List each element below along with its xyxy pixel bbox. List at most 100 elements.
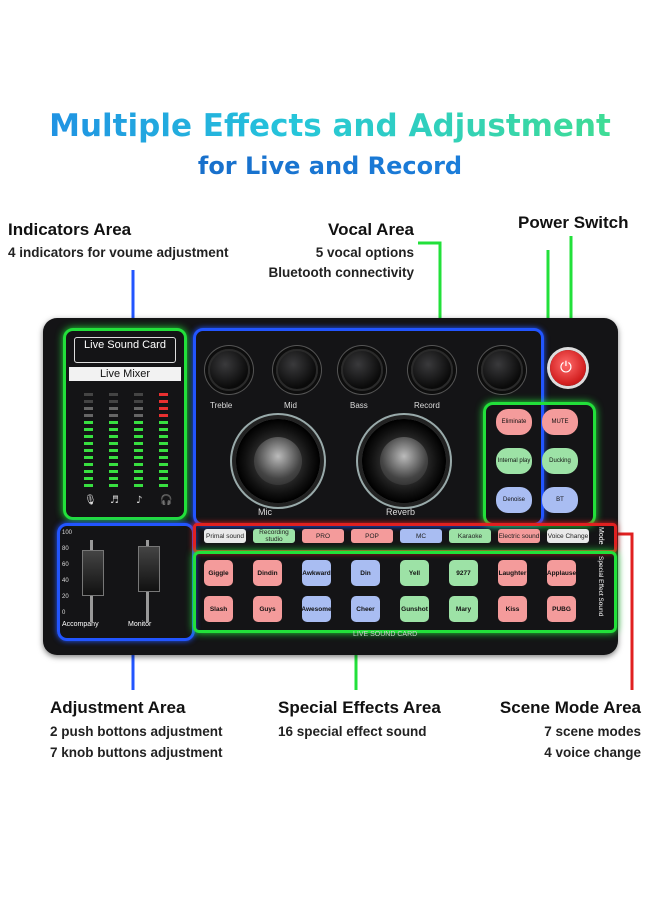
level-led — [134, 484, 143, 487]
treble-knob[interactable] — [208, 349, 250, 391]
level-led — [84, 442, 93, 445]
level-led — [84, 428, 93, 431]
speaker-icon: ♪ — [136, 495, 143, 506]
vocal-area-title: Vocal Area — [328, 220, 414, 239]
effect-button[interactable]: Guys — [253, 596, 282, 622]
level-led — [159, 414, 168, 417]
effect-button[interactable]: Awesome — [301, 596, 332, 622]
effect-button[interactable]: Cheer — [351, 596, 380, 622]
effect-button[interactable]: Yell — [400, 560, 429, 586]
reverb-knob[interactable] — [362, 419, 446, 503]
scene-connector — [614, 532, 634, 690]
vocal-knobs-area-box: Treble Mid Bass Record Mic Reverb — [193, 328, 544, 526]
level-led — [159, 428, 168, 431]
level-led — [159, 477, 168, 480]
level-led — [84, 414, 93, 417]
effect-button[interactable]: Gunshot — [400, 596, 429, 622]
level-led — [109, 470, 118, 473]
effect-button[interactable]: Giggle — [204, 560, 233, 586]
level-led — [134, 428, 143, 431]
level-led — [109, 477, 118, 480]
level-led — [134, 400, 143, 403]
mode-button[interactable]: PRO — [302, 529, 344, 543]
vocal-connector — [418, 241, 442, 320]
level-led — [84, 463, 93, 466]
mode-button[interactable]: Voice Change — [547, 529, 589, 543]
level-led — [159, 442, 168, 445]
mid-knob[interactable] — [276, 349, 318, 391]
level-led — [84, 470, 93, 473]
mode-button[interactable]: POP — [351, 529, 393, 543]
bass-knob[interactable] — [341, 349, 383, 391]
effect-button[interactable]: 9277 — [449, 560, 478, 586]
effect-button[interactable]: PUBG — [547, 596, 576, 622]
effect-button[interactable]: Applause — [547, 560, 576, 586]
brand-label: Live Sound Card — [74, 337, 176, 363]
special-effects-box: Giggle Dindin Awkward Din Yell 9277 Laughter Ap… — [193, 551, 617, 633]
level-led — [84, 400, 93, 403]
page-subtitle: for Live and Record — [0, 152, 660, 180]
headphone-icon: 🎧 — [160, 495, 173, 506]
record-knob[interactable] — [411, 349, 453, 391]
level-led — [109, 484, 118, 487]
level-led — [109, 435, 118, 438]
level-led — [134, 393, 143, 396]
level-led — [109, 449, 118, 452]
accompany-fader[interactable] — [82, 550, 104, 596]
power-button[interactable]: ⏻ — [550, 350, 586, 386]
bass-label: Bass — [350, 401, 368, 410]
mute-button[interactable]: MUTE — [542, 409, 578, 435]
scene-mode-area-desc1: 7 scene modes — [544, 724, 641, 739]
level-led — [134, 463, 143, 466]
guitar-icon: ♬ — [110, 495, 119, 506]
mode-button[interactable]: Primal sound — [204, 529, 246, 543]
special-effects-area-title: Special Effects Area — [278, 698, 441, 717]
adjustment-area-desc1: 2 push bottons adjustment — [50, 724, 223, 739]
effect-button[interactable]: Din — [351, 560, 380, 586]
echo-knob[interactable] — [481, 349, 523, 391]
effect-button[interactable]: Mary — [449, 596, 478, 622]
effect-button[interactable]: Laughter — [498, 560, 527, 586]
effect-button[interactable]: Dindin — [253, 560, 282, 586]
level-led — [84, 393, 93, 396]
internal-play-button[interactable]: Internal play — [496, 448, 532, 474]
mic-volume-knob[interactable] — [236, 419, 320, 503]
level-led — [159, 463, 168, 466]
level-led — [109, 393, 118, 396]
scale-tick: 0 — [62, 610, 66, 616]
mode-button[interactable]: Electric sound — [498, 529, 540, 543]
level-led — [109, 456, 118, 459]
mixer-label: Live Mixer — [69, 367, 181, 381]
power-switch-title: Power Switch — [518, 213, 629, 232]
mode-button[interactable]: Recording studio — [253, 529, 295, 543]
scene-mode-box: Primal sound Recording studio PRO POP MC Kara… — [193, 523, 617, 553]
indicators-area-title: Indicators Area — [8, 220, 132, 239]
level-led — [134, 449, 143, 452]
effect-button[interactable]: Awkward — [302, 560, 331, 586]
adjustment-area-desc2: 7 knob buttons adjustment — [50, 745, 223, 760]
mode-button[interactable]: Karaoke — [449, 529, 491, 543]
denoise-button[interactable]: Denoise — [496, 487, 532, 513]
mode-button[interactable]: MC — [400, 529, 442, 543]
level-led — [159, 449, 168, 452]
effect-button[interactable]: Slash — [204, 596, 233, 622]
sound-card-device: Live Sound Card Live Mixer 🎙 ♬ ♪ 🎧 Trebl… — [43, 318, 618, 655]
mid-label: Mid — [284, 401, 297, 410]
level-led — [109, 442, 118, 445]
ducking-button[interactable]: Ducking — [542, 448, 578, 474]
page-title: Multiple Effects and Adjustment — [0, 108, 660, 144]
level-led — [84, 477, 93, 480]
effect-button[interactable]: Kiss — [498, 596, 527, 622]
level-led — [134, 414, 143, 417]
level-led — [159, 484, 168, 487]
level-led — [159, 456, 168, 459]
scale-tick: 20 — [62, 594, 69, 600]
power-icon: ⏻ — [560, 358, 572, 376]
monitor-fader[interactable] — [138, 546, 160, 592]
vocal-area-desc1: 5 vocal options — [315, 245, 414, 260]
indicators-area-desc: 4 indicators for voume adjustment — [8, 245, 229, 260]
bt-button[interactable]: BT — [542, 487, 578, 513]
mic-icon: 🎙 — [84, 495, 97, 506]
eliminate-button[interactable]: Eliminate — [496, 409, 532, 435]
level-led — [109, 428, 118, 431]
